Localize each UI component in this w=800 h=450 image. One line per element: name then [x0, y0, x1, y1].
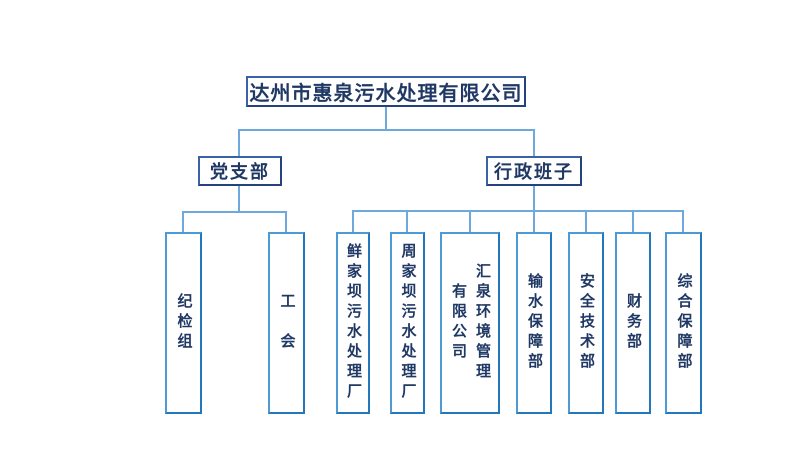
node-labor-union: 工 会 [268, 232, 305, 414]
connector-line [469, 210, 471, 232]
connector-line [238, 186, 240, 212]
node-safety-technology-dept: 安全技术部 [568, 232, 604, 414]
node-label: 输水保障部 [526, 273, 543, 373]
node-huiquan-environment-company: 汇泉环境管理 有限公司 [440, 232, 500, 414]
connector-line [533, 210, 535, 232]
connector-line [533, 186, 535, 211]
connector-line [632, 210, 634, 232]
node-label: 财务部 [625, 293, 642, 353]
node-zhoujiaba-sewage-plant: 周家坝污水处理厂 [390, 232, 425, 414]
node-label: 周家坝污水处理厂 [399, 243, 417, 403]
connector-line [285, 211, 287, 232]
connector-line [182, 211, 287, 213]
node-finance-dept: 财务部 [615, 232, 651, 414]
node-label: 鲜家坝污水处理厂 [345, 243, 362, 403]
node-label: 汇泉环境管理 有限公司 [450, 263, 491, 383]
node-label: 安全技术部 [578, 273, 595, 373]
node-discipline-inspection-group: 纪检组 [165, 232, 202, 414]
node-label: 工 会 [278, 293, 296, 353]
connector-line [585, 210, 587, 232]
connector-line [352, 210, 684, 212]
connector-line [533, 129, 535, 156]
node-party-branch: 党支部 [198, 156, 282, 186]
connector-line [385, 107, 387, 130]
node-general-support-dept: 综合保障部 [665, 232, 702, 414]
node-xianjiaba-sewage-plant: 鲜家坝污水处理厂 [336, 232, 370, 414]
connector-line [238, 129, 535, 131]
connector-line [682, 210, 684, 232]
node-company-root: 达州市惠泉污水处理有限公司 [246, 76, 526, 107]
node-admin-team: 行政班子 [486, 156, 582, 186]
connector-line [352, 210, 354, 232]
node-label: 纪检组 [175, 293, 193, 353]
connector-line [406, 210, 408, 232]
connector-line [238, 129, 240, 156]
connector-line [182, 211, 184, 232]
node-water-supply-support-dept: 输水保障部 [516, 232, 552, 414]
node-label: 综合保障部 [675, 273, 693, 373]
